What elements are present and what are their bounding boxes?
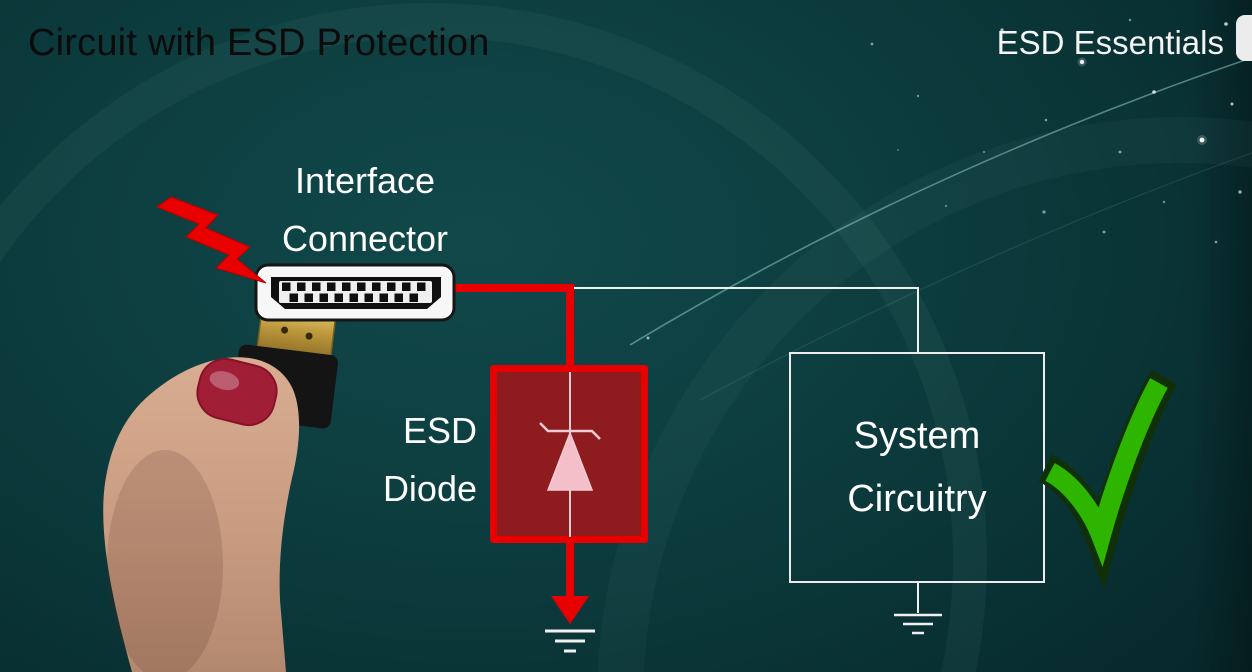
- checkmark-icon: [1037, 369, 1178, 590]
- diode-label-line1: ESD: [402, 410, 477, 451]
- ground-symbol-icon-system: [894, 613, 942, 635]
- diode-label-line2: Diode: [382, 468, 477, 509]
- esd-diode-label: ESD Diode: [305, 402, 477, 518]
- brand-text: ESD Essentials: [996, 24, 1224, 61]
- background-curve: [629, 56, 1252, 346]
- system-label-line1: System: [853, 414, 981, 457]
- wire-esd-red: [452, 284, 574, 366]
- thumbnail-red-nail: [196, 357, 278, 427]
- brand-logo-partial: [1236, 15, 1252, 61]
- hand-photo: [103, 357, 300, 672]
- red-arrowhead-icon: [551, 596, 589, 624]
- interface-connector-label: Interface Connector: [225, 152, 505, 268]
- esd-diode-box: [490, 365, 648, 543]
- slide-title: Circuit with ESD Protection: [28, 22, 490, 64]
- system-label-line2: Circuitry: [847, 477, 987, 520]
- connector-label-line1: Interface: [294, 160, 436, 201]
- ground-symbol-icon-diode: [545, 629, 595, 653]
- wire-to-system: [570, 287, 919, 353]
- hdmi-port-icon: [254, 263, 456, 322]
- system-circuitry-box: System Circuitry: [789, 352, 1045, 583]
- background-stars: [646, 18, 1242, 340]
- connector-label-line2: Connector: [281, 218, 449, 259]
